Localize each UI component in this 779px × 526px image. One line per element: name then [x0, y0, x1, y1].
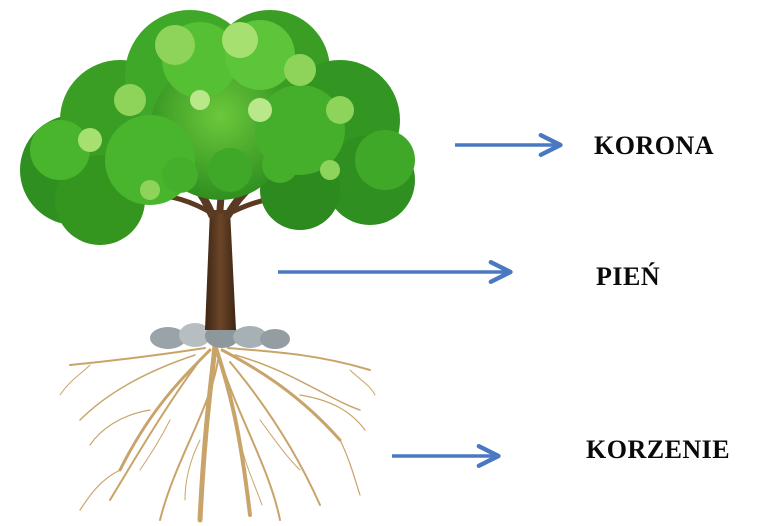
label-roots: KORZENIE — [586, 435, 731, 464]
tree-crown — [20, 10, 415, 245]
label-trunk: PIEŃ — [596, 262, 661, 291]
label-crown: KORONA — [594, 131, 714, 160]
arrows — [278, 132, 563, 469]
tree-roots — [59, 342, 376, 523]
